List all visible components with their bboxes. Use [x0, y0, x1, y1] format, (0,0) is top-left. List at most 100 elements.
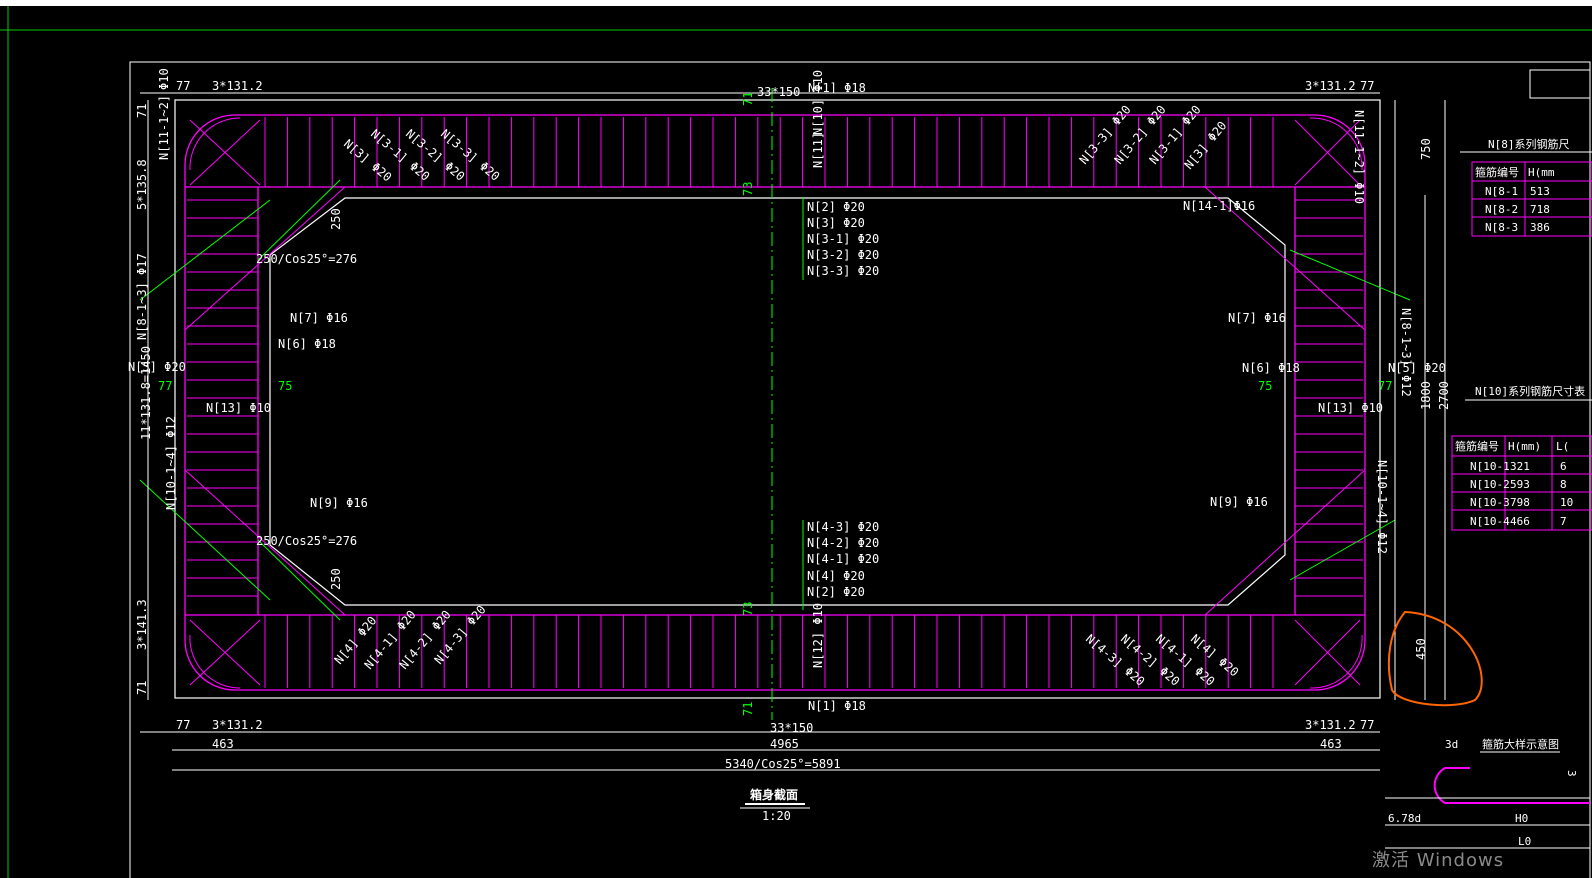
table10-title: N[10]系列钢筋尺寸表: [1475, 384, 1585, 398]
inner-opening-edge: [269, 197, 1286, 606]
hook-detail: [1385, 751, 1590, 849]
label-c-n43: N[4-3] Φ20: [807, 520, 879, 534]
detail-3d: 3d: [1445, 738, 1458, 751]
section-title: 箱身截面: [750, 787, 798, 802]
dim-77a: 77: [176, 718, 190, 732]
dim-73-mid: 73: [741, 182, 755, 196]
label-c-n33: N[3-3] Φ20: [807, 264, 879, 278]
label-c-n2b: N[2] Φ20: [807, 585, 865, 599]
table8-r0c0: N[8-1: [1485, 185, 1518, 198]
dim-77-tr: 77: [1360, 79, 1374, 93]
stirrups-top: [264, 117, 1274, 187]
table-n8: [1460, 151, 1592, 237]
dim-3131b: 3*131.2: [1305, 718, 1356, 732]
label-c-n2: N[2] Φ20: [807, 200, 865, 214]
detail-h0: H0: [1515, 812, 1528, 825]
table10-r2c1: 798: [1510, 496, 1530, 509]
haunch-bl: [184, 469, 346, 616]
outer-hoop-rebar: [184, 114, 1366, 691]
corner-cross-br2: [1294, 619, 1361, 686]
dim-11x131: 11*131.8=1450: [139, 346, 153, 440]
phi12r: Φ12: [1399, 375, 1413, 397]
label-n1-bot: N[1] Φ18: [808, 699, 866, 713]
dim-5x135: 5*135.8: [135, 159, 149, 210]
table10-r1c1: 593: [1510, 478, 1530, 491]
dim-33x150-top: 33*150: [757, 85, 800, 99]
table8-h0: 箍筋编号: [1475, 165, 1519, 179]
dim-71c: 71: [741, 702, 755, 716]
dim-71-mid: 71: [741, 92, 755, 106]
label-c-n41: N[4-1] Φ20: [807, 552, 879, 566]
label-n11-top: N[11]: [811, 132, 825, 168]
corner-cross-bl2: [189, 619, 261, 686]
dim-1800: 1800: [1419, 381, 1433, 410]
table8-r2c0: N[8-3: [1485, 221, 1518, 234]
dim-71b: 71: [135, 681, 149, 695]
stirrups-left: [187, 199, 258, 597]
bottom-dim-texts: 77 3*131.2 33*150 3*131.2 77 463 4965 46…: [176, 699, 1374, 823]
table10-r1c2: 8: [1560, 478, 1567, 491]
label-c-n32: N[3-2] Φ20: [807, 248, 879, 262]
label-n10-top: N[10] Φ10: [811, 70, 825, 135]
dimensions: [140, 92, 1446, 771]
label-c-n31: N[3-1] Φ20: [807, 232, 879, 246]
phi10-tl: Φ10: [157, 68, 171, 90]
label-n11r: N[11-1~2] Φ10: [1352, 110, 1366, 204]
detail-l0: L0: [1518, 835, 1531, 848]
label-n5l: N[5] Φ20: [128, 360, 186, 374]
dim-250b: 250: [329, 568, 343, 590]
section-scale: 1:20: [762, 809, 791, 823]
table10-r0c2: 6: [1560, 460, 1567, 473]
table8-h1: H(mm: [1528, 166, 1555, 179]
label-n10l: N[10-1~4] Φ12: [164, 416, 178, 510]
table10-r1c0: N[10-2: [1470, 478, 1510, 491]
label-c-n3: N[3] Φ20: [807, 216, 865, 230]
stirrups-bottom: [264, 615, 1274, 688]
dim-463a: 463: [212, 737, 234, 751]
dim-5340: 5340/Cos25°=5891: [725, 757, 841, 771]
corner-cross-tr2: [1294, 119, 1361, 186]
table10-r0c0: N[10-1: [1470, 460, 1510, 473]
haunch-br: [1204, 469, 1366, 616]
label-n7r: N[7] Φ16: [1228, 311, 1286, 325]
title-block-fragment: [1529, 69, 1591, 99]
leader-n10l: [139, 479, 271, 601]
dim-750: 750: [1419, 138, 1433, 160]
leader-cos-top: [257, 179, 341, 261]
label-n1-top: N[1] Φ18: [808, 81, 866, 95]
highlight-circle: [1387, 610, 1483, 707]
haunch-tr: [1204, 186, 1366, 331]
label-n10r: N[10-1~4] Φ12: [1375, 460, 1389, 554]
table8-r0c1: 513: [1530, 185, 1550, 198]
dim-77b: 77: [1360, 718, 1374, 732]
stirrups-right: [1295, 199, 1363, 597]
dim-450: 450: [1414, 638, 1428, 660]
dim-71-tl: 71: [135, 104, 149, 118]
detail-title: 箍筋大样示意图: [1482, 737, 1559, 751]
green-small-dims: 71 73 73 71 77 75 75 77: [158, 92, 1392, 716]
table10-r3c1: 466: [1510, 515, 1530, 528]
table10-r0c1: 321: [1510, 460, 1530, 473]
dim-73b: 73: [741, 602, 755, 616]
rebar-labels: 250/Cos25°=276 250/Cos25°=276 N[7] Φ16 N…: [128, 103, 1451, 689]
table10-r2c2: 10: [1560, 496, 1573, 509]
table8-r1c1: 718: [1530, 203, 1550, 216]
label-n6r: N[6] Φ18: [1242, 361, 1300, 375]
label-n9l: N[9] Φ16: [310, 496, 368, 510]
label-n12: N[12] Φ10: [811, 603, 825, 668]
window-top-strip: [0, 0, 1592, 6]
detail-678d: 6.78d: [1388, 812, 1421, 825]
table10-r2c0: N[10-3: [1470, 496, 1510, 509]
table8-r2c1: 386: [1530, 221, 1550, 234]
dim-75r: 75: [1258, 379, 1272, 393]
label-n5r: N[5] Φ20: [1388, 361, 1446, 375]
dim-3x131-tl: 3*131.2: [212, 79, 263, 93]
label-cos1: 250/Cos25°=276: [256, 252, 357, 266]
label-n8r: N[8-1~3]: [1399, 308, 1413, 366]
dim-3x141: 3*141.3: [135, 599, 149, 650]
leader-n8r: [1289, 249, 1411, 301]
outer-concrete-edge: [174, 99, 1381, 699]
leader-n10r: [1289, 519, 1396, 581]
